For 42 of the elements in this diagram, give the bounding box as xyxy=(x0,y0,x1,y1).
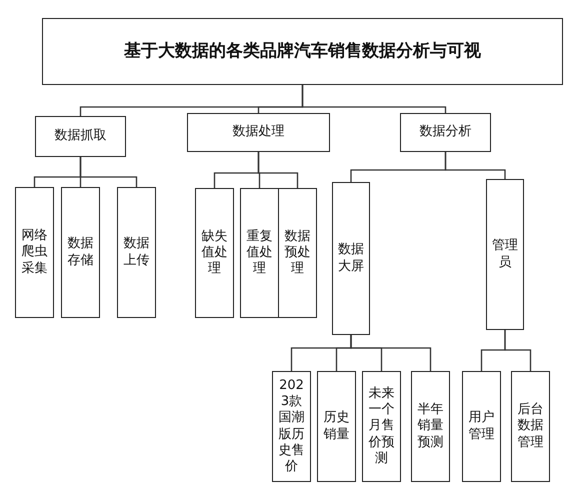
leaf-box xyxy=(15,187,54,318)
node-label: 未来一个月售价预测 xyxy=(368,386,396,468)
node-label: 数据上传 xyxy=(122,236,150,269)
category-box xyxy=(187,113,330,152)
node-label: 数据存储 xyxy=(66,236,94,269)
node-label: 网络爬虫采集 xyxy=(20,228,48,277)
leaf-box xyxy=(332,182,370,335)
leaf-box xyxy=(272,371,311,482)
node-label: 半年销量预测 xyxy=(416,402,444,451)
connector-line xyxy=(350,335,432,371)
node-label: 历史销量 xyxy=(322,410,350,443)
node-label: 后台数据管理 xyxy=(516,402,544,451)
connector-line xyxy=(258,152,298,188)
leaf-box xyxy=(240,188,279,318)
node-label: 数据分析 xyxy=(420,124,472,141)
leaf-box xyxy=(278,188,317,318)
leaf-box xyxy=(117,187,156,318)
node-label: 重复值处理 xyxy=(246,228,274,278)
node-label: 数据大屏 xyxy=(337,242,365,275)
connector-line xyxy=(504,330,532,371)
connector-line xyxy=(444,152,506,179)
leaf-box xyxy=(317,371,356,482)
category-box xyxy=(400,113,491,152)
node-label: 管理员 xyxy=(491,238,519,271)
connector-line xyxy=(80,157,138,187)
node-label: 2023款国潮版历史售价 xyxy=(278,378,306,476)
node-label: 基于大数据的各类品牌汽车销售数据分析与可视 xyxy=(124,40,481,62)
leaf-box xyxy=(511,371,550,482)
node-label: 数据抓取 xyxy=(54,128,106,145)
leaf-box xyxy=(195,188,234,318)
leaf-box xyxy=(61,187,100,318)
node-label: 数据预处理 xyxy=(284,228,312,278)
leaf-box xyxy=(486,179,524,330)
category-box xyxy=(35,116,126,157)
leaf-box xyxy=(411,371,450,482)
connector-line xyxy=(302,85,446,113)
leaf-box xyxy=(462,371,501,482)
node-label: 数据处理 xyxy=(232,124,284,141)
leaf-box xyxy=(362,371,401,482)
node-label: 用户管理 xyxy=(468,410,496,443)
node-label: 缺失值处理 xyxy=(200,228,228,278)
title-box xyxy=(42,18,563,85)
